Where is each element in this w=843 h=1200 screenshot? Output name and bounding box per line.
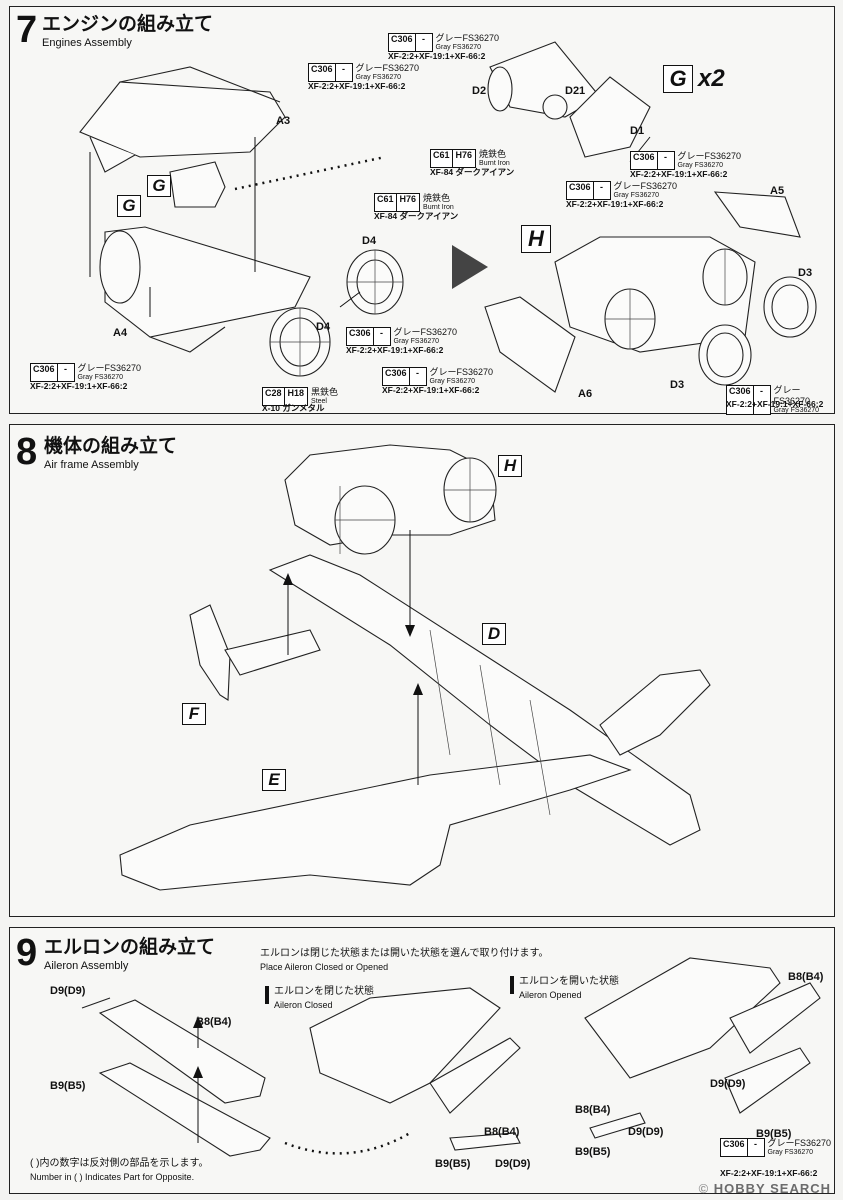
footnote-en: Number in ( ) Indicates Part for Opposit… <box>30 1172 195 1182</box>
hobby-search-watermark: © HOBBY SEARCH <box>699 1181 831 1196</box>
part-label-b8-opened-small: B8(B4) <box>575 1104 611 1116</box>
part-label-d3-upper: D3 <box>798 267 813 279</box>
part-label-b8-left: B8(B4) <box>196 1016 232 1028</box>
part-label-d9-closed: D9(D9) <box>495 1158 531 1170</box>
part-label-b9-opened-small: B9(B5) <box>575 1146 611 1158</box>
watermark-brand: HOBBY SEARCH <box>713 1181 831 1196</box>
aileron-assembly-illustration <box>81 957 821 1157</box>
subassembly-g-big: G <box>663 65 693 93</box>
step-title-en: Air frame Assembly <box>44 459 139 471</box>
instruction-note-en: Place Aileron Closed or Opened <box>260 962 389 972</box>
step-8-panel: 8 機体の組み立て Air frame Assembly <box>9 424 835 917</box>
part-label-b8-closed: B8(B4) <box>484 1126 520 1138</box>
step-title-jp: エンジンの組み立て <box>42 14 214 35</box>
subassembly-e: E <box>262 769 286 791</box>
subassembly-g-left: G <box>117 195 141 217</box>
part-label-d9-opened-small: D9(D9) <box>628 1126 664 1138</box>
subassembly-h: H <box>521 225 551 253</box>
quantity-multiplier: x2 <box>698 65 725 92</box>
watermark-symbol: © <box>698 1181 710 1196</box>
part-label-b9-opened: B9(B5) <box>756 1128 792 1140</box>
color-mix-gray-d3: XF-2:2+XF-19:1+XF-66:2 <box>726 399 824 409</box>
subassembly-g-small: G <box>147 175 171 197</box>
color-mix-gray-a6: XF-2:2+XF-19:1+XF-66:2 <box>382 385 480 395</box>
step-number: 9 <box>16 932 37 974</box>
step-title-jp: 機体の組み立て <box>44 436 178 457</box>
part-label-d9-opened: D9(D9) <box>710 1078 746 1090</box>
part-label-a3: A3 <box>276 115 291 127</box>
subassembly-h: H <box>498 455 522 477</box>
part-label-b9-left: B9(B5) <box>50 1080 86 1092</box>
color-mix-gray-d1: XF-2:2+XF-19:1+XF-66:2 <box>630 169 728 179</box>
part-label-b9-closed: B9(B5) <box>435 1158 471 1170</box>
subassembly-f: F <box>182 703 206 725</box>
option-closed-en: Aileron Closed <box>274 1000 333 1010</box>
part-label-a5: A5 <box>770 185 785 197</box>
part-label-d9-left: D9(D9) <box>50 985 86 997</box>
part-label-b8-opened: B8(B4) <box>788 971 824 983</box>
color-mix-gray: XF-2:2+XF-19:1+XF-66:2 <box>720 1168 818 1178</box>
step-9-panel: 9 エルロンの組み立て Aileron Assembly エルロンは閉じた状態ま… <box>9 927 835 1194</box>
part-label-d4-upper: D4 <box>362 235 377 247</box>
step-7-panel: 7 エンジンの組み立て Engines Assembly <box>9 6 835 415</box>
footnote-jp: ( )内の数字は反対側の部品を示します。 <box>30 1158 209 1169</box>
part-label-d1: D1 <box>630 125 645 137</box>
step-title-en: Engines Assembly <box>42 37 132 49</box>
subassembly-d: D <box>482 623 506 645</box>
part-label-d21: D21 <box>565 85 586 97</box>
option-opened-jp: エルロンを開いた状態 <box>519 976 619 987</box>
step-number: 7 <box>16 9 37 51</box>
part-label-d2: D2 <box>472 85 487 97</box>
engines-assembly-illustration <box>79 41 817 393</box>
color-mix-gray-d4: XF-2:2+XF-19:1+XF-66:2 <box>346 345 444 355</box>
color-mix-burnt-iron-d4: XF-84 ダークアイアン <box>374 211 459 221</box>
next-step-arrow <box>452 245 488 289</box>
option-opened-en: Aileron Opened <box>519 990 582 1000</box>
step-number: 8 <box>16 431 37 473</box>
color-mix-burnt-iron-d2: XF-84 ダークアイアン <box>430 167 515 177</box>
step-title-en: Aileron Assembly <box>44 960 129 972</box>
option-marker-closed <box>265 986 269 1004</box>
part-label-d3-lower: D3 <box>670 379 685 391</box>
color-mix-steel: X-10 ガンメタル <box>262 403 325 413</box>
color-mix-gray-top: XF-2:2+XF-19:1+XF-66:2 <box>388 51 486 61</box>
option-closed-jp: エルロンを閉じた状態 <box>274 986 374 997</box>
color-mix-gray-a3: XF-2:2+XF-19:1+XF-66:2 <box>308 81 406 91</box>
airframe-assembly-illustration <box>119 444 711 891</box>
step-title-jp: エルロンの組み立て <box>44 937 216 958</box>
option-marker-opened <box>510 976 514 994</box>
part-label-a6: A6 <box>578 388 593 400</box>
color-mix-gray-a4: XF-2:2+XF-19:1+XF-66:2 <box>30 381 128 391</box>
part-label-a4: A4 <box>113 327 128 339</box>
color-mix-gray-a5: XF-2:2+XF-19:1+XF-66:2 <box>566 199 664 209</box>
part-label-d4-lower: D4 <box>316 321 331 333</box>
instruction-note-jp: エルロンは閉じた状態または開いた状態を選んで取り付けます。 <box>260 948 549 959</box>
